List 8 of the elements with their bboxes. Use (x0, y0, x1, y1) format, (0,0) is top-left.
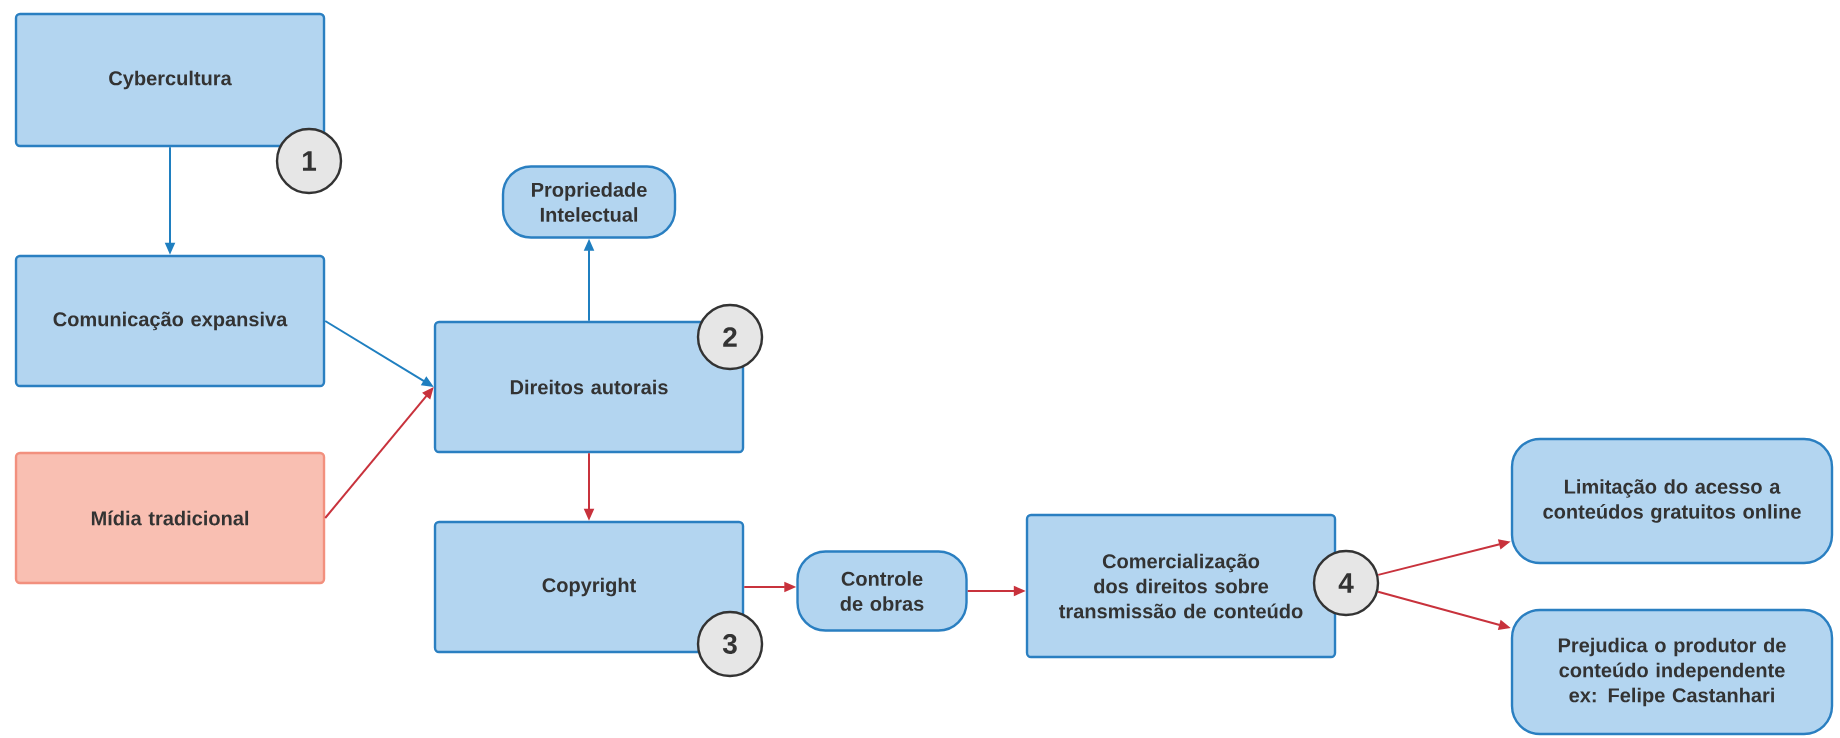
process-box: Comunicação expansiva (14, 254, 326, 388)
process-box: Comercialização dos direitos sobre transmissão de conteúdo (1025, 513, 1337, 659)
rounded-box: Propriedade Intelectual (501, 165, 677, 239)
process-box: Mídia tradicional (14, 451, 326, 585)
rounded-box: Limitação do acesso a conteúdos gratuitos online (1510, 437, 1834, 565)
rounded-box: Controle de obras (796, 550, 968, 632)
process-box: Cybercultura (14, 12, 326, 148)
rounded-box: Prejudica o produtor de conteúdo independente ex: Felipe Castanhari (1510, 608, 1834, 736)
